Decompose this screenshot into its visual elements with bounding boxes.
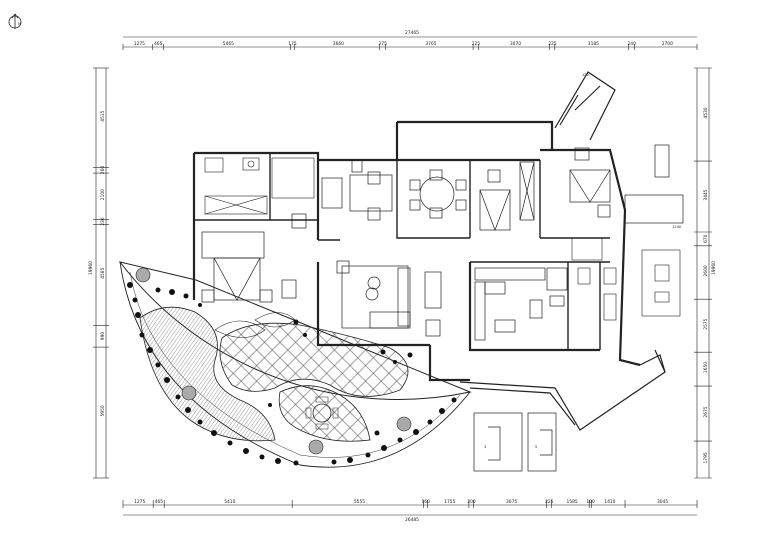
living-room bbox=[336, 260, 442, 337]
dining-table bbox=[419, 176, 455, 212]
north-arrow-icon: N bbox=[8, 13, 22, 29]
dimension-label: 5410 bbox=[224, 499, 235, 505]
bottom-dimension-chain: 26485 1275 465 5410 5555 160 1755 200 3075 225 15… bbox=[122, 499, 698, 523]
dimension-label: 225 bbox=[548, 41, 557, 47]
dimension-label: 3045 bbox=[657, 499, 668, 505]
north-symbol-label: N bbox=[18, 22, 21, 26]
detail-callout-a: 3 bbox=[473, 412, 523, 472]
dimension-label: 2575 bbox=[703, 318, 709, 329]
tree bbox=[135, 267, 151, 283]
outdoor-table bbox=[312, 403, 332, 423]
shrubs bbox=[127, 282, 457, 466]
dimension-label: 1275 bbox=[134, 41, 145, 47]
dimension-label: 2600 bbox=[703, 265, 709, 276]
right-dimension-chain: 19960 4530 3445 670 2600 2575 1650 2675 1795 bbox=[694, 67, 717, 479]
dimension-label: 5555 bbox=[354, 499, 365, 505]
dimension-label: 1275 bbox=[134, 499, 145, 505]
detail-b-label: 5 bbox=[535, 445, 537, 449]
dimension-label: 275 bbox=[379, 41, 388, 47]
left-dimension-chain: 19960 4515 260 2100 230 4585 990 5950 bbox=[88, 67, 109, 479]
dimension-label: 3660 bbox=[333, 41, 344, 47]
dimension-label: 3075 bbox=[506, 499, 517, 505]
tree bbox=[181, 385, 197, 401]
dimension-label: 1755 bbox=[444, 499, 455, 505]
bed bbox=[213, 257, 261, 301]
tree bbox=[308, 439, 324, 455]
dimension-label: 1585 bbox=[567, 499, 578, 505]
dimension-label: 465 bbox=[154, 41, 163, 47]
dimension-label: 240 bbox=[628, 41, 637, 47]
dimension-label: 3445 bbox=[703, 189, 709, 200]
interior-walls bbox=[194, 153, 610, 350]
dimension-label: 4585 bbox=[100, 267, 106, 278]
dimension-label: 3185 bbox=[588, 41, 599, 47]
detail-callout-c bbox=[641, 249, 681, 317]
left-overall-dimension: 19960 bbox=[88, 261, 94, 275]
dimension-label: 5950 bbox=[100, 405, 106, 416]
dimension-label: 2675 bbox=[703, 406, 709, 417]
balcony-note: 1240 bbox=[672, 225, 682, 229]
study-room bbox=[321, 159, 393, 221]
dimension-label: 1410 bbox=[604, 499, 615, 505]
tree bbox=[396, 416, 412, 432]
garden-terrace bbox=[118, 261, 472, 468]
tiled-paving bbox=[219, 322, 409, 397]
top-overall-dimension: 27465 bbox=[405, 30, 419, 36]
balcony-bottom bbox=[459, 349, 666, 431]
dimension-label: 990 bbox=[100, 332, 106, 341]
bottom-overall-dimension: 26485 bbox=[405, 517, 419, 523]
dimension-label: 4515 bbox=[100, 110, 106, 121]
dimension-label: 175 bbox=[288, 41, 297, 47]
dimension-label: 1650 bbox=[703, 362, 709, 373]
dimension-label: 4530 bbox=[703, 107, 709, 118]
dimension-label: 465 bbox=[155, 499, 164, 505]
dimension-label: 2100 bbox=[100, 189, 106, 200]
dimension-label: 1795 bbox=[703, 452, 709, 463]
balcony-top bbox=[554, 71, 616, 141]
dimension-label: 2700 bbox=[662, 41, 673, 47]
bedroom-three bbox=[569, 144, 684, 224]
detail-callout-b: 5 bbox=[527, 412, 557, 472]
dimension-label: 225 bbox=[472, 41, 481, 47]
dimension-label: 670 bbox=[703, 234, 709, 243]
right-overall-dimension: 19960 bbox=[711, 261, 717, 275]
dimension-label: 100 bbox=[586, 499, 595, 505]
dimension-label: 260 bbox=[100, 166, 106, 175]
dining-room bbox=[409, 169, 467, 219]
top-dimension-chain: 27465 1275 465 5465 175 3660 275 3765 225 3070 22… bbox=[122, 30, 698, 50]
dimension-label: 230 bbox=[100, 217, 106, 226]
wood-deck bbox=[139, 306, 276, 442]
lower-paving bbox=[278, 385, 371, 442]
dimension-label: 3765 bbox=[425, 41, 436, 47]
bathroom-fixtures bbox=[204, 157, 315, 215]
bathroom-right bbox=[571, 237, 617, 321]
bedroom-two bbox=[479, 161, 535, 231]
dimension-label: 225 bbox=[545, 499, 554, 505]
dimension-label: 160 bbox=[422, 499, 431, 505]
detail-a-label: 3 bbox=[484, 445, 486, 449]
dimension-label: 200 bbox=[467, 499, 476, 505]
master-bedroom bbox=[201, 213, 307, 303]
stair-note: 120 bbox=[582, 73, 590, 77]
dimension-label: 3070 bbox=[510, 41, 521, 47]
dimension-label: 5465 bbox=[223, 41, 234, 47]
kitchen bbox=[474, 267, 568, 341]
